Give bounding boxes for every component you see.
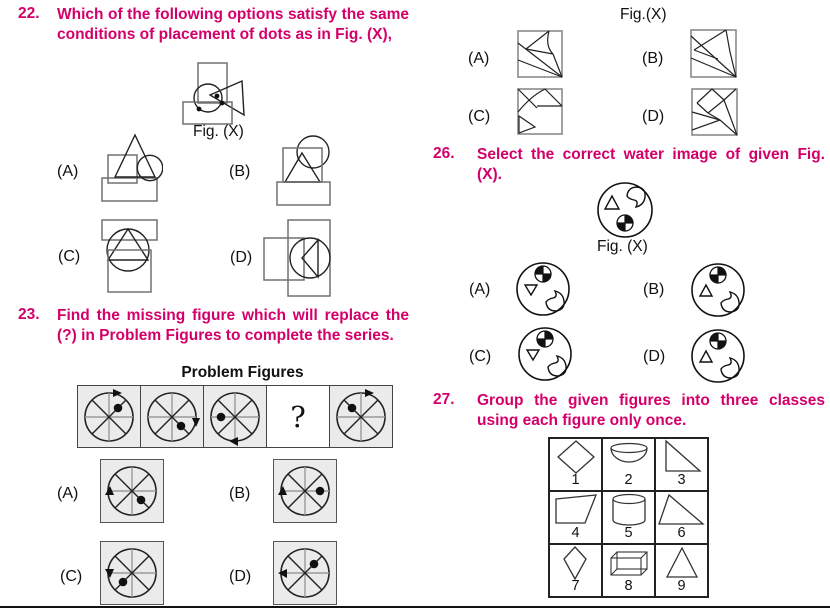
q27-cell-num: 4 xyxy=(571,525,580,541)
q27-number: 27. xyxy=(433,391,455,408)
q22-option-c-figure[interactable] xyxy=(99,218,161,296)
q26-option-d-label[interactable]: (D) xyxy=(643,348,666,365)
figx-option-a-label[interactable]: (A) xyxy=(468,50,490,67)
q27-cell-num: 1 xyxy=(571,472,580,488)
q27-cell-4: 4 xyxy=(549,491,602,544)
q26-option-b-label[interactable]: (B) xyxy=(643,281,665,298)
q27-cell-1: 1 xyxy=(549,438,602,491)
q23-option-c-figure[interactable] xyxy=(100,541,164,605)
circle-star-arrow-top-dot-nw-icon xyxy=(336,388,386,442)
q27-cell-num: 7 xyxy=(571,578,580,594)
hemisphere-bowl-icon xyxy=(609,442,648,463)
problem-figure-2 xyxy=(141,386,204,447)
circle-star-arrow-left-dot-se-icon xyxy=(105,466,157,516)
q26-option-c-label[interactable]: (C) xyxy=(469,348,492,365)
cuboid-icon xyxy=(609,551,648,576)
q27-text: Group the given figures into three class… xyxy=(477,392,825,430)
q26-fig-x-drawing xyxy=(597,182,653,238)
problem-figure-3 xyxy=(204,386,267,447)
cylinder-icon xyxy=(611,493,646,526)
circle-star-arrow-top-dot-ne-icon xyxy=(84,388,134,442)
q27-figure-grid: 1 2 3 4 xyxy=(548,437,709,598)
q26-option-c-figure[interactable] xyxy=(517,326,573,382)
q22-number: 22. xyxy=(18,5,40,22)
obtuse-triangle-icon xyxy=(657,493,705,525)
q27-cell-num: 8 xyxy=(624,578,633,594)
q27-cell-num: 6 xyxy=(677,525,686,541)
q26-number: 26. xyxy=(433,145,455,162)
diamond-icon xyxy=(556,440,595,474)
right-triangle-icon xyxy=(664,439,702,472)
q23-option-b-label[interactable]: (B) xyxy=(229,485,251,502)
q22-option-b-figure[interactable] xyxy=(271,129,337,209)
triangle-icon xyxy=(665,546,698,578)
q27-cell-8: 8 xyxy=(602,544,655,597)
figx-option-c-figure[interactable] xyxy=(517,88,564,136)
q22-option-b-label[interactable]: (B) xyxy=(229,163,251,180)
q27-cell-2: 2 xyxy=(602,438,655,491)
circle-star-arrow-left-dot-e-icon xyxy=(278,466,330,516)
problem-figure-1 xyxy=(78,386,141,447)
q22-option-a-label[interactable]: (A) xyxy=(57,163,79,180)
q23-text: Find the missing figure which will repla… xyxy=(57,307,409,345)
q23-option-b-figure[interactable] xyxy=(273,459,337,523)
q22-fig-caption: Fig. (X) xyxy=(193,123,244,140)
q27-cell-6: 6 xyxy=(655,491,708,544)
q22-option-c-label[interactable]: (C) xyxy=(58,248,81,265)
figx-option-d-figure[interactable] xyxy=(691,88,739,137)
q23-option-c-label[interactable]: (C) xyxy=(60,568,83,585)
q27-cell-5: 5 xyxy=(602,491,655,544)
kite-icon xyxy=(562,546,587,581)
q27-cell-9: 9 xyxy=(655,544,708,597)
figx-option-d-label[interactable]: (D) xyxy=(642,108,665,125)
q27-cell-num: 2 xyxy=(624,472,633,488)
circle-star-arrow-left-dot-ne-icon xyxy=(278,548,330,598)
circle-star-arrow-right-dot-se-icon xyxy=(147,391,200,442)
page-bottom-rule xyxy=(0,606,830,608)
q26-option-a-figure[interactable] xyxy=(515,261,571,317)
q26-option-a-label[interactable]: (A) xyxy=(469,281,491,298)
figx-option-a-figure[interactable] xyxy=(517,30,564,79)
problem-figure-4-missing: ? xyxy=(267,386,330,447)
figx-option-c-label[interactable]: (C) xyxy=(468,108,491,125)
q27-cell-num: 9 xyxy=(677,578,686,594)
q22-option-d-figure[interactable] xyxy=(263,218,333,300)
q27-cell-num: 3 xyxy=(677,472,686,488)
q23-strip-title: Problem Figures xyxy=(181,364,304,381)
q26-fig-caption: Fig. (X) xyxy=(597,238,648,255)
circle-star-arrow-left-down-dot-sw-icon xyxy=(105,548,157,598)
q26-text: Select the correct water image of given … xyxy=(477,146,825,184)
q23-option-d-figure[interactable] xyxy=(273,541,337,605)
question-mark: ? xyxy=(290,399,306,434)
q23-problem-figures-strip: ? xyxy=(77,385,393,448)
trapezoid-icon xyxy=(554,494,597,524)
q23-number: 23. xyxy=(18,306,40,323)
q23-option-d-label[interactable]: (D) xyxy=(229,568,252,585)
q22-fig-x-drawing xyxy=(182,62,245,125)
figx-option-b-label[interactable]: (B) xyxy=(642,50,664,67)
figx-option-b-figure[interactable] xyxy=(690,29,738,79)
circle-star-arrow-bottom-dot-w-icon xyxy=(210,391,260,446)
q23-option-a-figure[interactable] xyxy=(100,459,164,523)
q22-option-a-figure[interactable] xyxy=(97,132,163,208)
q22-option-d-label[interactable]: (D) xyxy=(230,249,253,266)
q26-option-b-figure[interactable] xyxy=(690,262,746,318)
problem-figure-5 xyxy=(330,386,392,447)
q26-option-d-figure[interactable] xyxy=(690,328,746,384)
figx-top-label: Fig.(X) xyxy=(620,6,667,23)
q27-cell-7: 7 xyxy=(549,544,602,597)
q27-cell-num: 5 xyxy=(624,525,633,541)
q27-cell-3: 3 xyxy=(655,438,708,491)
q23-option-a-label[interactable]: (A) xyxy=(57,485,79,502)
q22-text: Which of the following options satisfy t… xyxy=(57,6,409,44)
